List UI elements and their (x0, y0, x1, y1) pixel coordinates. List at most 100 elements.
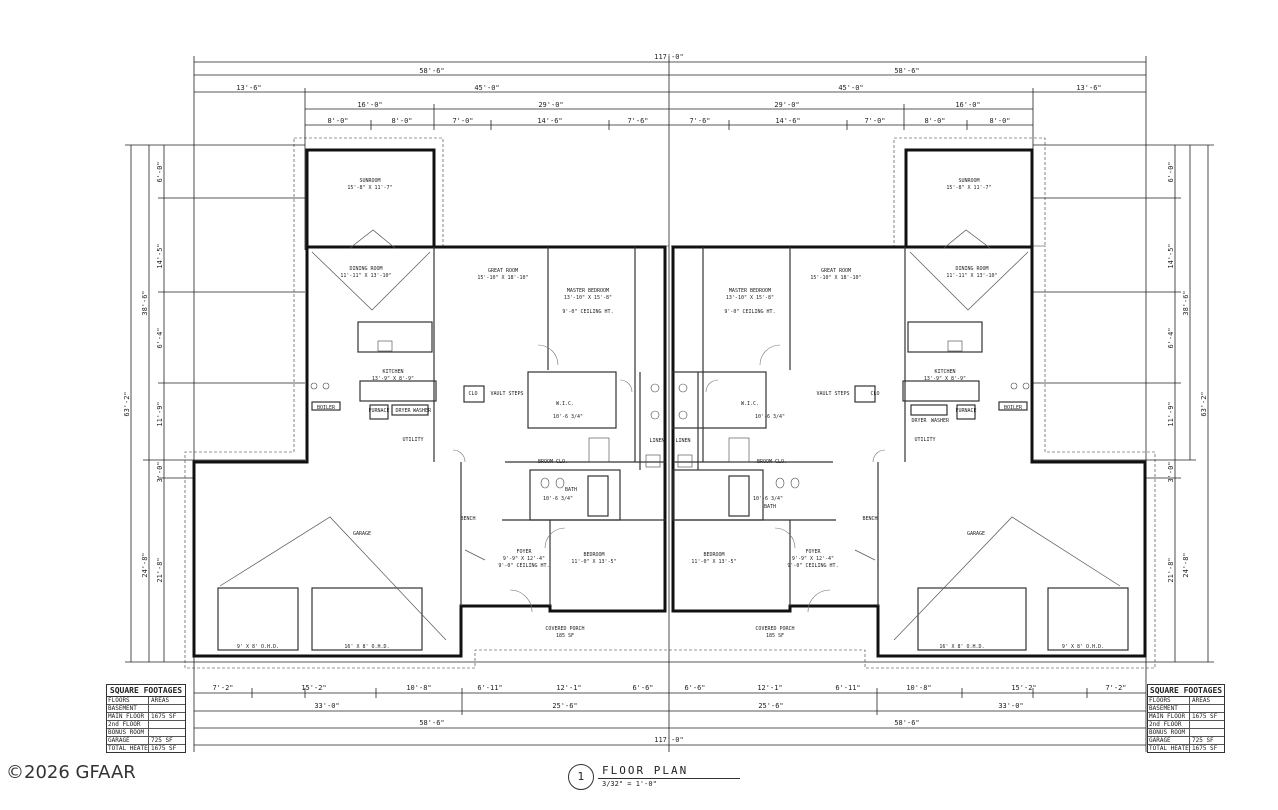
room-door2-right: 9' X 8' O.H.D. (1062, 644, 1104, 650)
room-porch-left: COVERED PORCH (545, 626, 584, 632)
room-bath-size-right: 10'-6 3/4" (753, 496, 783, 502)
dim-left-part-5: 3'-0" (156, 461, 164, 482)
room-wic-size-right: 10'-6 3/4" (755, 414, 785, 420)
table-row: 2nd FLOOR (1148, 721, 1224, 729)
room-bench-right: BENCH (862, 516, 877, 522)
room-bath-size-left: 10'-6 3/4" (543, 496, 573, 502)
sqft-floor: BASEMENT (1148, 705, 1190, 712)
sqft-floor: GARAGE (1148, 737, 1190, 744)
room-bath-left: BATH (565, 487, 577, 493)
dim-right-part-2: 14'-5" (1167, 243, 1175, 268)
room-master-ceiling-right: 9'-0" CEILING HT. (724, 309, 775, 315)
room-dining-left: DINING ROOM (349, 266, 382, 272)
room-great-size-right: 15'-10" X 18'-10" (810, 275, 861, 281)
sqft-floor: BONUS ROOM (1148, 729, 1190, 736)
room-dining-right: DINING ROOM (955, 266, 988, 272)
dim-bot1-12: 7'-2" (1105, 684, 1126, 692)
dim-left-part-1: 6'-0" (156, 161, 164, 182)
room-bedroom-size-left: 11'-0" X 13'-5" (571, 559, 616, 565)
sqft-area (1190, 729, 1224, 736)
room-foyer-right: FOYER (805, 549, 821, 555)
table-row: BONUS ROOM (107, 729, 185, 737)
dim-bot1-8: 12'-1" (757, 684, 782, 692)
roof-overhang (184, 137, 1156, 669)
room-clo-left: CLO (468, 391, 477, 397)
room-foyer-ceiling-left: 9'-0" CEILING HT. (498, 563, 549, 569)
dim-left-inner-top: 38'-6" (141, 290, 149, 315)
sqft-area (149, 705, 185, 712)
dim-right-inner-top: 38'-6" (1182, 290, 1190, 315)
roof-lines (219, 229, 1121, 641)
room-linen-left: LINEN (649, 438, 664, 444)
room-furnace-left: FURNACE (368, 408, 389, 414)
sqft-floor: 2nd FLOOR (1148, 721, 1190, 728)
room-vault-left: VAULT STEPS (490, 391, 523, 397)
sqft-floor: GARAGE (107, 737, 149, 744)
dim-bot1-11: 15'-2" (1011, 684, 1036, 692)
room-dining-size-left: 11'-11" X 13'-10" (340, 273, 391, 279)
sqft-area (1190, 705, 1224, 712)
table-row: BASEMENT (1148, 705, 1224, 713)
room-kitchen-size-right: 13'-9" X 8'-9" (924, 376, 966, 382)
sqft-floor: TOTAL HEATED (1149, 745, 1190, 752)
dim-top5-5: 7'-6" (627, 117, 648, 125)
dim-bot2-4: 33'-0" (998, 702, 1023, 710)
room-porch-right: COVERED PORCH (755, 626, 794, 632)
dim-right-part-1: 6'-0" (1167, 161, 1175, 182)
dim-half-bottom-left: 58'-6" (419, 719, 444, 727)
room-garage-left: GARAGE (353, 531, 371, 537)
sqft-area (149, 729, 185, 736)
dim-left-part-6: 21'-8" (156, 557, 164, 582)
sqft-floor: BASEMENT (107, 705, 149, 712)
sqft-floor: MAIN FLOOR (107, 713, 149, 720)
room-labels-right: SUNROOM 15'-8" X 11'-7" DINING ROOM 11'-… (675, 178, 1104, 650)
room-washer-left: WASHER (413, 408, 432, 414)
room-master-left: MASTER BEDROOM (567, 288, 609, 294)
room-kitchen-size-left: 13'-9" X 8'-9" (372, 376, 414, 382)
dim-bot1-2: 15'-2" (301, 684, 326, 692)
dimension-lines (125, 56, 1214, 752)
title-underline (598, 778, 740, 779)
dim-bot1-3: 10'-8" (406, 684, 431, 692)
dim-bot1-7: 6'-6" (684, 684, 705, 692)
dim-top3-d: 13'-6" (1076, 84, 1101, 92)
dim-bot1-9: 6'-11" (835, 684, 860, 692)
room-foyer-size-left: 9'-9" X 12'-4" (503, 556, 545, 562)
dim-bot1-5: 12'-1" (556, 684, 581, 692)
dim-top5-7: 14'-6" (775, 117, 800, 125)
room-clo-right: CLO (870, 391, 879, 397)
dim-right-inner-bottom: 24'-8" (1182, 552, 1190, 577)
square-footage-table-left: SQUARE FOOTAGES FLOORS AREAS BASEMENT MA… (106, 684, 186, 753)
room-bedroom-size-right: 11'-0" X 13'-5" (691, 559, 736, 565)
drawing-title: FLOOR PLAN (602, 764, 689, 777)
room-sunroom-size-right: 15'-8" X 11'-7" (946, 185, 991, 191)
dim-left-part-4: 11'-9" (156, 401, 164, 426)
room-great-left: GREAT ROOM (488, 268, 518, 274)
sqft-area: 725 SF (151, 737, 173, 744)
dim-right-part-4: 11'-9" (1167, 401, 1175, 426)
room-bedroom-right: BEDROOM (703, 552, 724, 558)
room-wic-right: W.I.C. (741, 401, 759, 407)
room-door2-left: 16' X 8' O.H.D. (344, 644, 389, 650)
exterior-walls (192, 148, 1147, 658)
room-porch-area-right: 185 SF (766, 633, 784, 639)
dim-overall-top: 117'-0" (654, 53, 684, 61)
room-sunroom-size-left: 15'-8" X 11'-7" (347, 185, 392, 191)
dim-left-outer: 63'-2" (123, 391, 131, 416)
sqft-area: 1675 SF (1192, 713, 1218, 720)
dim-left-part-3: 6'-4" (156, 327, 164, 348)
room-great-size-left: 15'-10" X 18'-10" (477, 275, 528, 281)
room-linen-right: LINEN (675, 438, 690, 444)
sqft-area: 1675 SF (151, 713, 177, 720)
room-furnace-right: FURNACE (955, 408, 976, 414)
dim-top4-a: 16'-0" (357, 101, 382, 109)
dim-top4-d: 16'-0" (955, 101, 980, 109)
room-master-ceiling-left: 9'-0" CEILING HT. (562, 309, 613, 315)
sqft-col1-left: FLOORS (107, 697, 149, 704)
room-porch-area-left: 185 SF (556, 633, 574, 639)
sqft-col2-left: AREAS (151, 697, 170, 704)
